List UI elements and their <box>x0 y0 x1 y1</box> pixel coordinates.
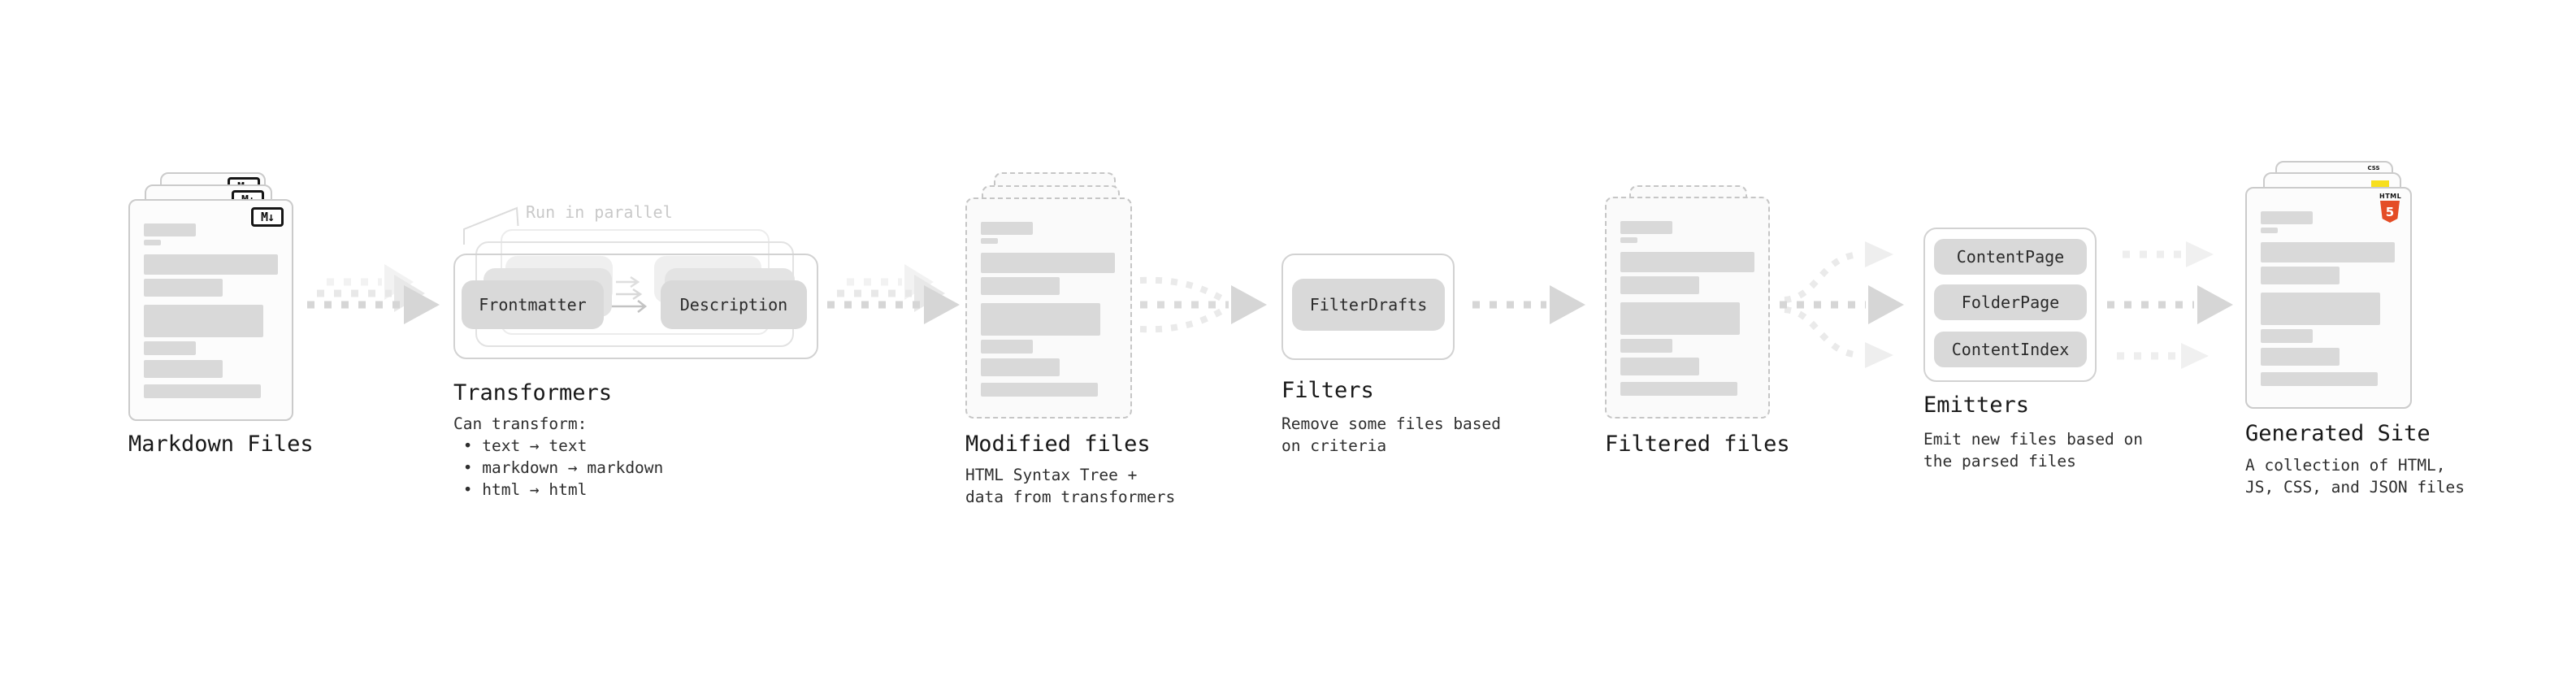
placeholder-bar <box>1620 252 1754 272</box>
arrow-emitters-to-generated <box>2107 241 2233 369</box>
placeholder-bar <box>981 383 1098 397</box>
markdown-icon: M↓ <box>251 207 284 227</box>
arrow-filters-to-filtered <box>1472 285 1585 324</box>
placeholder-bar <box>2261 293 2380 325</box>
stage-caption-transformers: Can transform: • text → text • markdown … <box>453 414 664 499</box>
placeholder-bar <box>1620 221 1673 234</box>
doc-content-placeholder <box>144 223 278 398</box>
placeholder-bar <box>1620 276 1700 294</box>
placeholder-bar <box>144 254 278 275</box>
stage-title-emitters: Emitters <box>1923 393 2030 418</box>
frontmatter-node: Frontmatter <box>462 280 604 329</box>
placeholder-bar <box>144 240 162 245</box>
stage-title-transformers: Transformers <box>453 380 613 406</box>
placeholder-bar <box>144 360 223 378</box>
placeholder-bar <box>2261 242 2395 262</box>
doc-sheet-front: HTML 5 <box>2245 187 2412 409</box>
doc-sheet-front: M↓ <box>128 199 293 421</box>
placeholder-bar <box>981 222 1034 235</box>
contentindex-node: ContentIndex <box>1934 332 2087 367</box>
placeholder-bar <box>2261 211 2314 224</box>
doc-content-placeholder <box>2261 211 2395 386</box>
placeholder-bar <box>981 253 1115 273</box>
placeholder-bar <box>981 303 1100 336</box>
placeholder-bar <box>144 279 223 297</box>
placeholder-bar <box>1620 358 1700 375</box>
html5-icon: HTML 5 <box>2379 193 2401 223</box>
placeholder-bar <box>981 277 1060 295</box>
doc-content-placeholder <box>981 222 1115 397</box>
doc-content-placeholder <box>1620 221 1754 396</box>
placeholder-bar <box>144 223 197 236</box>
contentpage-node: ContentPage <box>1934 239 2087 275</box>
arrow-modified-to-filters-merge <box>1139 276 1267 333</box>
stage-title-modified: Modified files <box>965 432 1151 457</box>
placeholder-bar <box>144 384 261 398</box>
placeholder-bar <box>981 340 1034 354</box>
stage-caption-modified: HTML Syntax Tree + data from transformer… <box>965 466 1176 506</box>
placeholder-bar <box>144 305 263 337</box>
stage-caption-generated: A collection of HTML, JS, CSS, and JSON … <box>2245 456 2465 497</box>
placeholder-bar <box>2261 267 2340 284</box>
stage-title-filtered: Filtered files <box>1605 432 1790 457</box>
stage-title-markdown: Markdown Files <box>128 432 314 457</box>
placeholder-bar <box>2261 372 2378 386</box>
js-icon <box>2371 180 2389 188</box>
emitters-box <box>1923 228 2097 382</box>
placeholder-bar <box>2261 329 2314 343</box>
doc-sheet-front <box>965 197 1132 419</box>
placeholder-bar <box>2261 228 2279 233</box>
stage-title-generated: Generated Site <box>2245 421 2431 446</box>
transformer-layer-front <box>453 254 818 359</box>
stage-title-filters: Filters <box>1281 378 1374 403</box>
filterdrafts-node: FilterDrafts <box>1292 279 1445 331</box>
filters-box <box>1281 254 1455 360</box>
placeholder-bar <box>1620 302 1740 335</box>
run-in-parallel-annotation: Run in parallel <box>526 202 673 222</box>
arrow-markdown-to-transformers <box>307 264 440 324</box>
folderpage-node: FolderPage <box>1934 284 2087 320</box>
arrow-filtered-to-emitters-split <box>1780 241 1904 368</box>
placeholder-bar <box>1620 382 1737 396</box>
stage-caption-emitters: Emit new files based on the parsed files <box>1923 430 2144 471</box>
placeholder-bar <box>981 238 999 244</box>
doc-sheet-front <box>1605 197 1770 419</box>
arrow-transformers-to-modified <box>827 264 960 324</box>
placeholder-bar <box>1620 339 1673 353</box>
placeholder-bar <box>981 358 1060 376</box>
description-node: Description <box>661 280 807 329</box>
placeholder-bar <box>1620 237 1638 243</box>
placeholder-bar <box>144 341 197 355</box>
stage-caption-filters: Remove some files based on criteria <box>1281 414 1502 455</box>
placeholder-bar <box>2261 348 2340 366</box>
